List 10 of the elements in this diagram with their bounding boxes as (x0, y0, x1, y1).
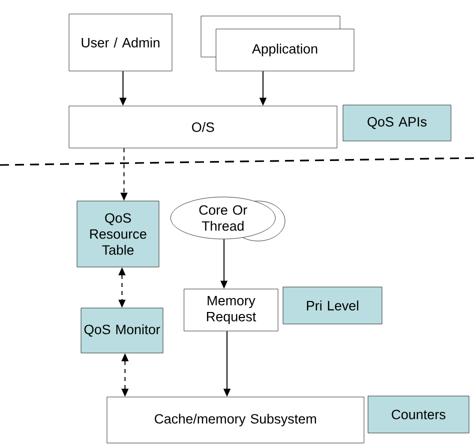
tag-box: Counters (368, 396, 470, 434)
subsystem-box: Cache/memory Subsystem (106, 396, 364, 444)
tag-box: QoS APIs (342, 104, 452, 142)
layer-box: O/S (68, 106, 338, 148)
tag-box: Pri Level (282, 286, 382, 324)
application-box: Application (200, 16, 354, 72)
process-box: QoS Monitor (80, 308, 164, 354)
process-box: QoS Resource Table (76, 200, 160, 268)
process-box: Memory Request (184, 288, 278, 332)
actor-box: User / Admin (68, 14, 172, 72)
